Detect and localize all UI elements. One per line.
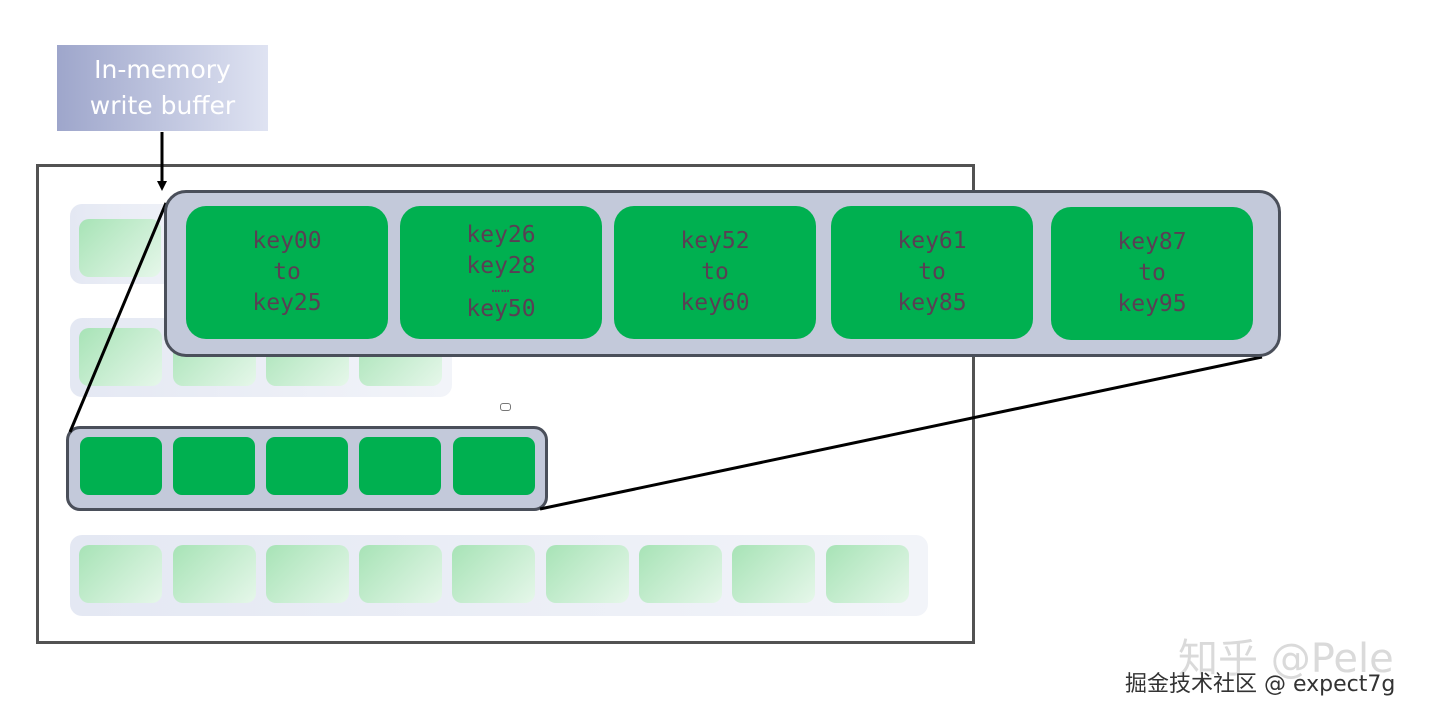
key-range-text: key26 <box>466 222 536 248</box>
key-range-text: key95 <box>1117 291 1187 317</box>
key-range-text: key52 <box>680 228 750 254</box>
level-3-sstable <box>452 545 535 603</box>
level-3-sstable <box>79 545 162 603</box>
zoom-sstable-4: key61 to key85 <box>831 206 1033 339</box>
key-range-text: key61 <box>897 228 967 254</box>
level-3-sstable <box>826 545 909 603</box>
zhihu-watermark: 知乎 @Pele <box>1178 636 1394 682</box>
key-range-text: key25 <box>252 290 322 316</box>
write-buffer-label-line2: write buffer <box>89 91 236 120</box>
key-range-text: key28 <box>466 253 536 279</box>
write-buffer-box: In-memory write buffer <box>57 45 268 131</box>
level-3-sstable <box>639 545 722 603</box>
key-range-ellipsis: …… <box>491 280 511 296</box>
zoom-sstable-2: key26 key28 …… key50 <box>400 206 602 339</box>
zoom-line-left <box>68 202 168 433</box>
key-range-text: key60 <box>680 290 750 316</box>
write-buffer-label-line1: In-memory <box>94 55 231 84</box>
key-range-text: key50 <box>466 296 536 322</box>
level-3-sstable <box>266 545 349 603</box>
key-range-text: to <box>1138 260 1166 286</box>
level-2-sstable <box>266 437 348 495</box>
zoom-sstable-1: key00 to key25 <box>186 206 388 339</box>
resize-handle-icon <box>500 403 511 411</box>
zoom-sstable-5: key87 to key95 <box>1051 207 1253 340</box>
key-range-text: to <box>273 259 301 285</box>
level-2-sstable <box>173 437 255 495</box>
key-range-text: key85 <box>897 290 967 316</box>
level-3-sstable <box>732 545 815 603</box>
key-range-text: key87 <box>1117 229 1187 255</box>
key-range-text: to <box>918 259 946 285</box>
level-3-sstable <box>173 545 256 603</box>
zoom-sstable-3: key52 to key60 <box>614 206 816 339</box>
level-3-sstable <box>546 545 629 603</box>
level-2-sstable <box>80 437 162 495</box>
juejin-watermark: 掘金技术社区 @ expect7g <box>1125 672 1396 697</box>
level-3-sstable <box>359 545 442 603</box>
key-range-text: to <box>701 259 729 285</box>
key-range-text: key00 <box>252 228 322 254</box>
level-2-sstable <box>359 437 441 495</box>
zoom-line-right <box>539 355 1263 511</box>
level-2-sstable <box>453 437 535 495</box>
